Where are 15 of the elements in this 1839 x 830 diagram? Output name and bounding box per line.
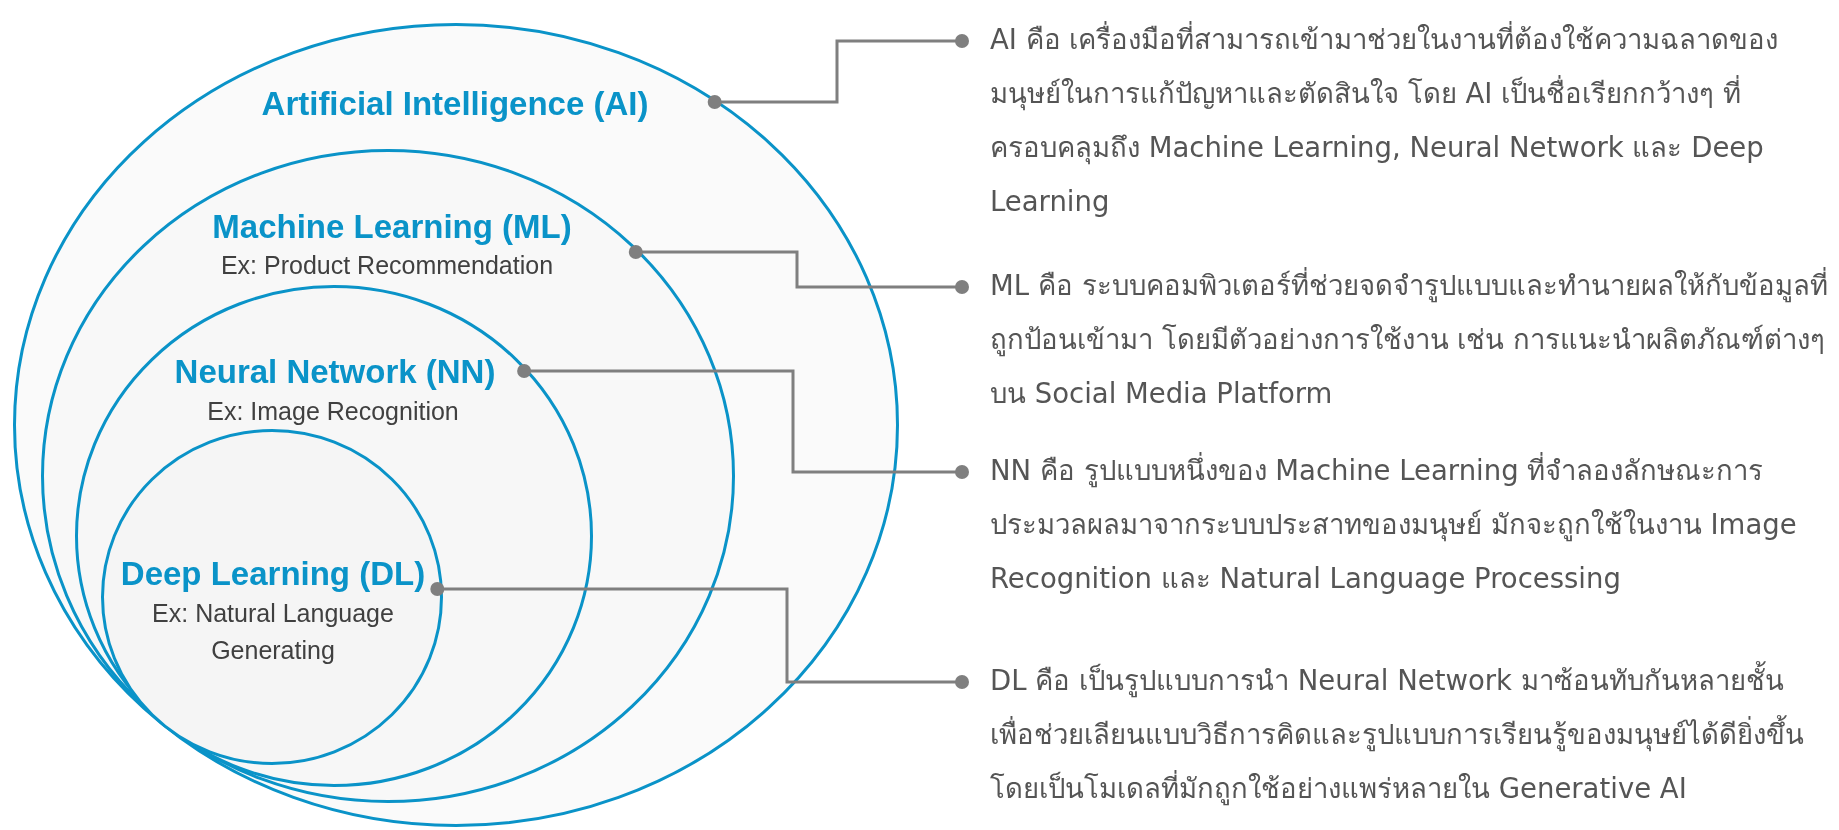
description-text: DL คือ เป็นรูปแบบการนำ Neural Network มาซ้อนทับกันหลายชั้น เพื่อช่วยเลียนแบบวิธีการคิดและรูปแบบการเรียนรู้ของมนุษย์ได้ดียิ่งขึ้น โดยเป็นโมเดลที่มักถูกใช้อย่างแพร่หลายใน Generative AI bbox=[962, 653, 1834, 815]
example-text: Ex: Image Recognition bbox=[206, 395, 460, 427]
description-text: ML คือ ระบบคอมพิวเตอร์ที่ช่วยจดจำรูปแบบและทำนายผลให้กับข้อมูลที่ถูกป้อนเข้ามา โดยมีตัวอย่างการใช้งาน เช่น การแนะนำผลิตภัณฑ์ต่างๆ บน Social Media Platform bbox=[962, 258, 1834, 420]
description-text: AI คือ เครื่องมือที่สามารถเข้ามาช่วยในงานที่ต้องใช้ความฉลาดของมนุษย์ในการแก้ปัญหาและตัดสินใจ โดย AI เป็นชื่อเรียกกว้างๆ ที่ครอบคลุมถึง Machine Learning, Neural Network และ Deep Learning bbox=[962, 12, 1834, 228]
region-title: Machine Learning (ML) bbox=[211, 207, 573, 247]
leader-line bbox=[628, 245, 969, 294]
example-text: Ex: Natural Language Generating bbox=[151, 598, 395, 666]
region-title: Deep Learning (DL) bbox=[119, 554, 427, 594]
region-title: Neural Network (NN) bbox=[173, 352, 497, 392]
leader-line bbox=[517, 364, 969, 479]
example-text: Ex: Product Recommendation bbox=[219, 249, 555, 281]
leader-line bbox=[707, 34, 969, 109]
description-text: NN คือ รูปแบบหนึ่งของ Machine Learning ที่จำลองลักษณะการประมวลผลมาจากระบบประสาทของมนุษย์ มักจะถูกใช้ในงาน Image Recognition และ Natural Language Processing bbox=[962, 443, 1834, 605]
leader-line bbox=[430, 582, 969, 689]
region-title: Artificial Intelligence (AI) bbox=[260, 84, 650, 124]
